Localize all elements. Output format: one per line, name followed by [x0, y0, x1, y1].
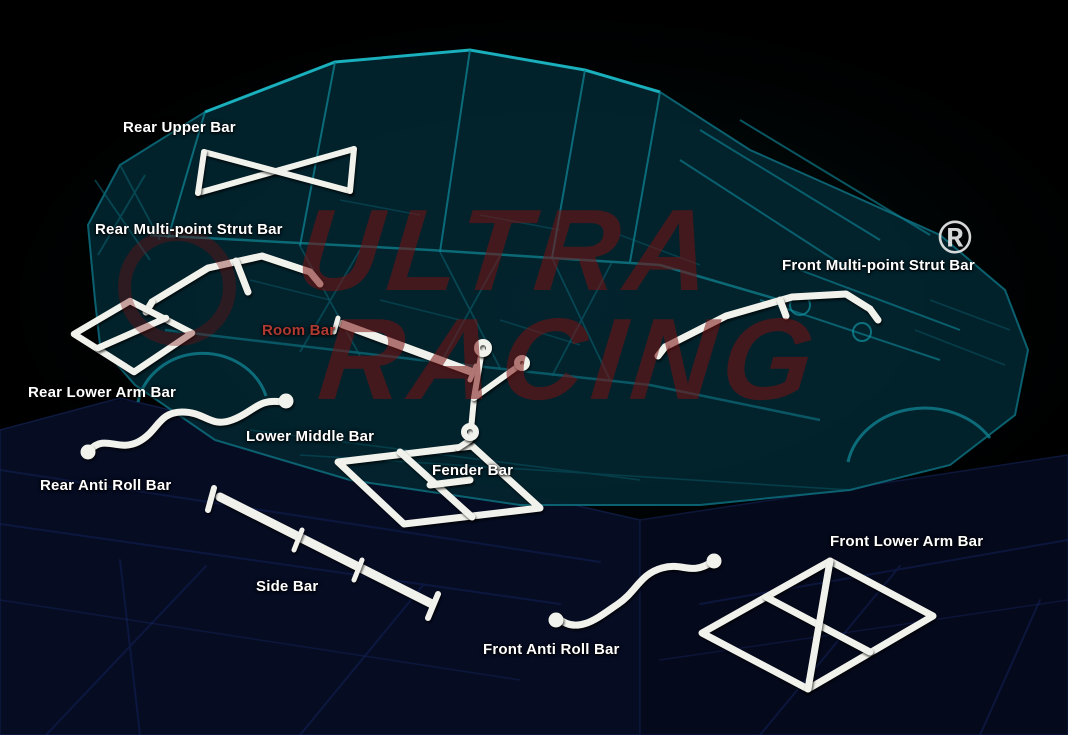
label-fender-bar: Fender Bar: [432, 462, 514, 479]
label-lower-middle-bar: Lower Middle Bar: [246, 428, 375, 445]
part-rear-anti-roll-bar: [80, 393, 294, 460]
label-rear-multi-point-strut-bar: Rear Multi-point Strut Bar: [95, 221, 283, 238]
part-front-lower-arm-bar: [698, 557, 937, 693]
label-side-bar: Side Bar: [256, 578, 319, 595]
car-chassis: [86, 48, 1030, 506]
label-front-multi-point-strut-bar: Front Multi-point Strut Bar: [782, 257, 975, 274]
label-front-anti-roll-bar: Front Anti Roll Bar: [483, 641, 620, 658]
part-front-anti-roll-bar: [548, 553, 722, 629]
registered-trademark-symbol: ®: [938, 211, 972, 263]
part-front-multi-point-strut-bar: [654, 290, 882, 360]
label-room-bar: Room Bar: [262, 322, 336, 339]
label-front-lower-arm-bar: Front Lower Arm Bar: [830, 533, 984, 550]
part-lower-middle-bar: [334, 442, 544, 528]
label-rear-anti-roll-bar: Rear Anti Roll Bar: [40, 477, 172, 494]
platform-structure: [0, 397, 1068, 735]
ultra-racing-ring-logo: [118, 228, 236, 346]
label-rear-upper-bar: Rear Upper Bar: [123, 119, 236, 136]
part-fender-bar: [455, 339, 530, 451]
part-room-bar: [331, 315, 479, 383]
part-rear-upper-bar: [195, 146, 357, 196]
part-side-bar: [205, 485, 441, 621]
label-rear-lower-arm-bar: Rear Lower Arm Bar: [28, 384, 177, 401]
